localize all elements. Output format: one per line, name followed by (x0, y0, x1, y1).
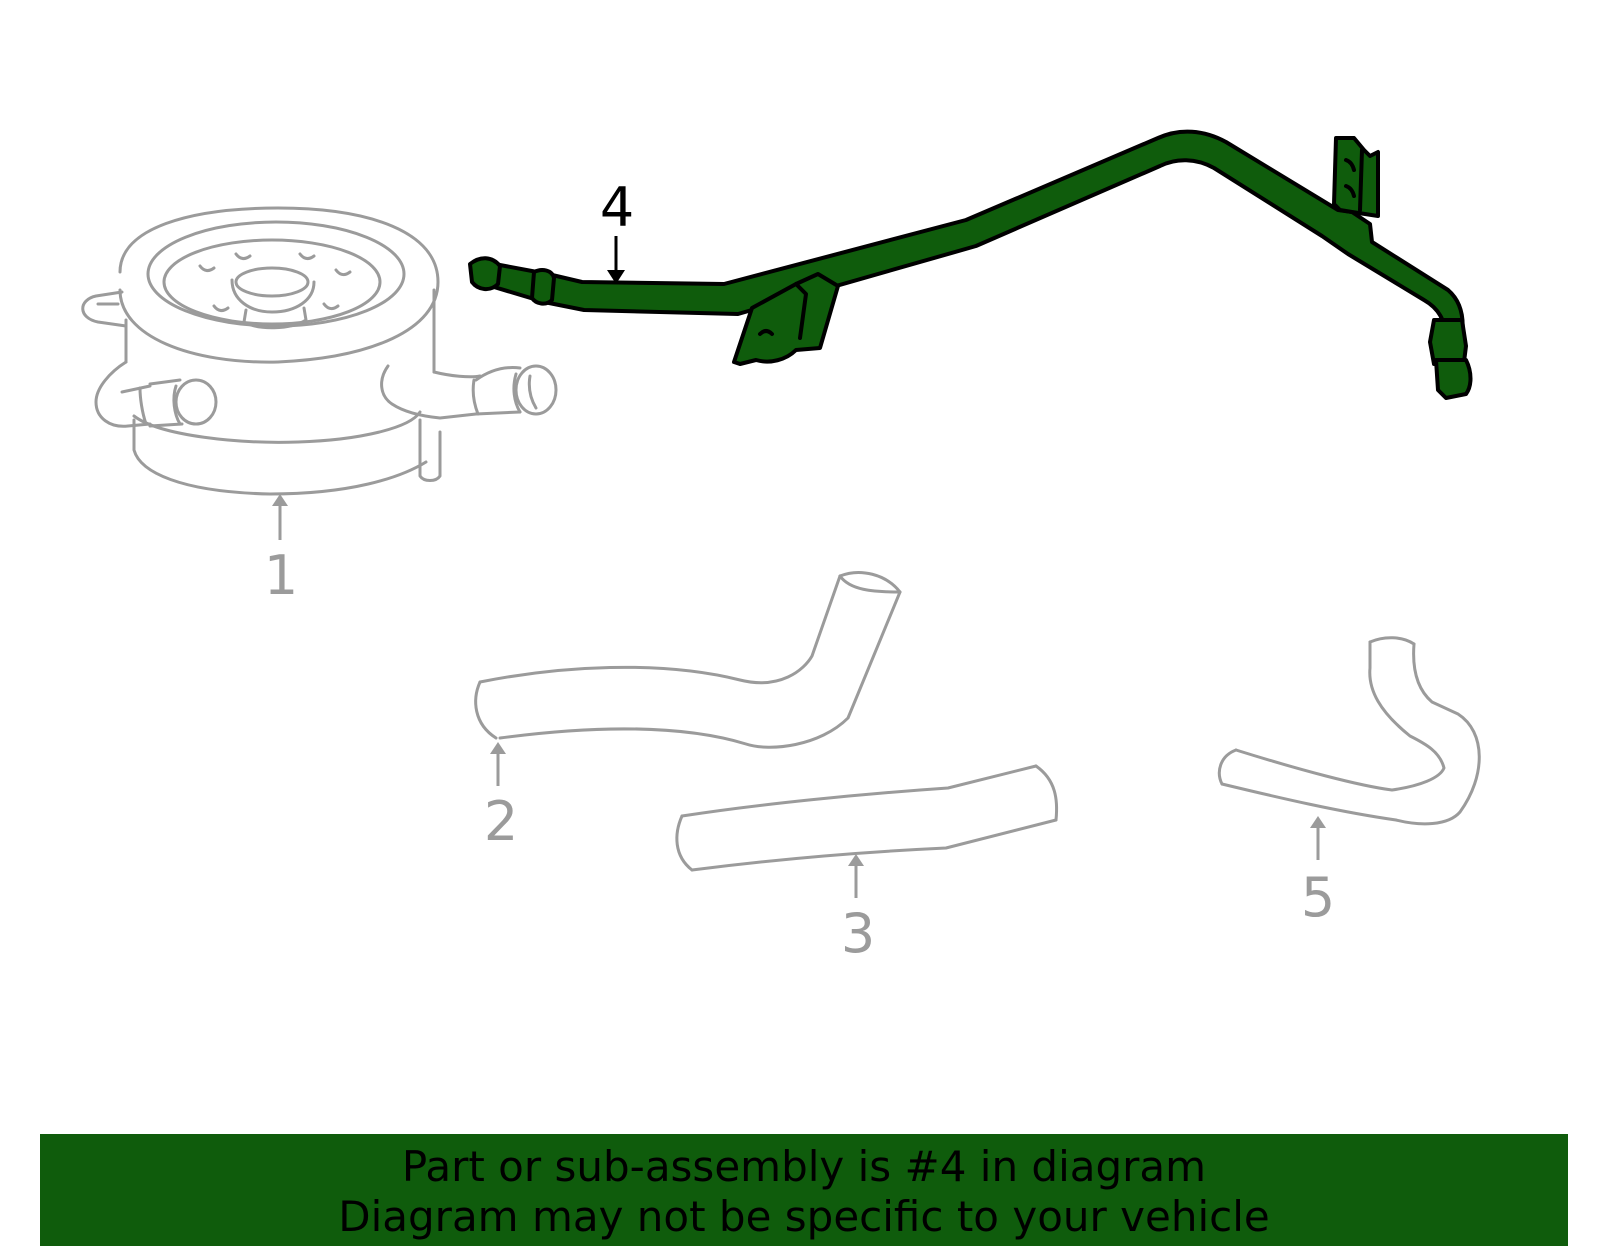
hose-part-5 (1217, 636, 1481, 826)
callout-4: 4 (600, 176, 634, 239)
callout-2: 2 (484, 790, 518, 853)
arrow-part-1 (272, 494, 288, 540)
arrow-part-2 (490, 742, 506, 786)
callout-1: 1 (264, 544, 298, 607)
oil-cooler-part-1 (81, 206, 558, 496)
arrow-part-5 (1310, 816, 1326, 860)
pipe-part-4 (468, 129, 1473, 400)
arrow-part-3 (848, 854, 864, 898)
hose-part-3 (675, 764, 1059, 872)
banner-line-part-note: Part or sub-assembly is #4 in diagram (401, 1142, 1207, 1191)
arrow-part-4 (607, 236, 625, 284)
hose-part-2 (474, 571, 902, 749)
banner-line-disclaimer: Diagram may not be specific to your vehi… (338, 1192, 1270, 1241)
info-banner: Part or sub-assembly is #4 in diagram Di… (40, 1134, 1568, 1246)
callout-3: 3 (841, 902, 875, 965)
callout-5: 5 (1301, 866, 1335, 929)
